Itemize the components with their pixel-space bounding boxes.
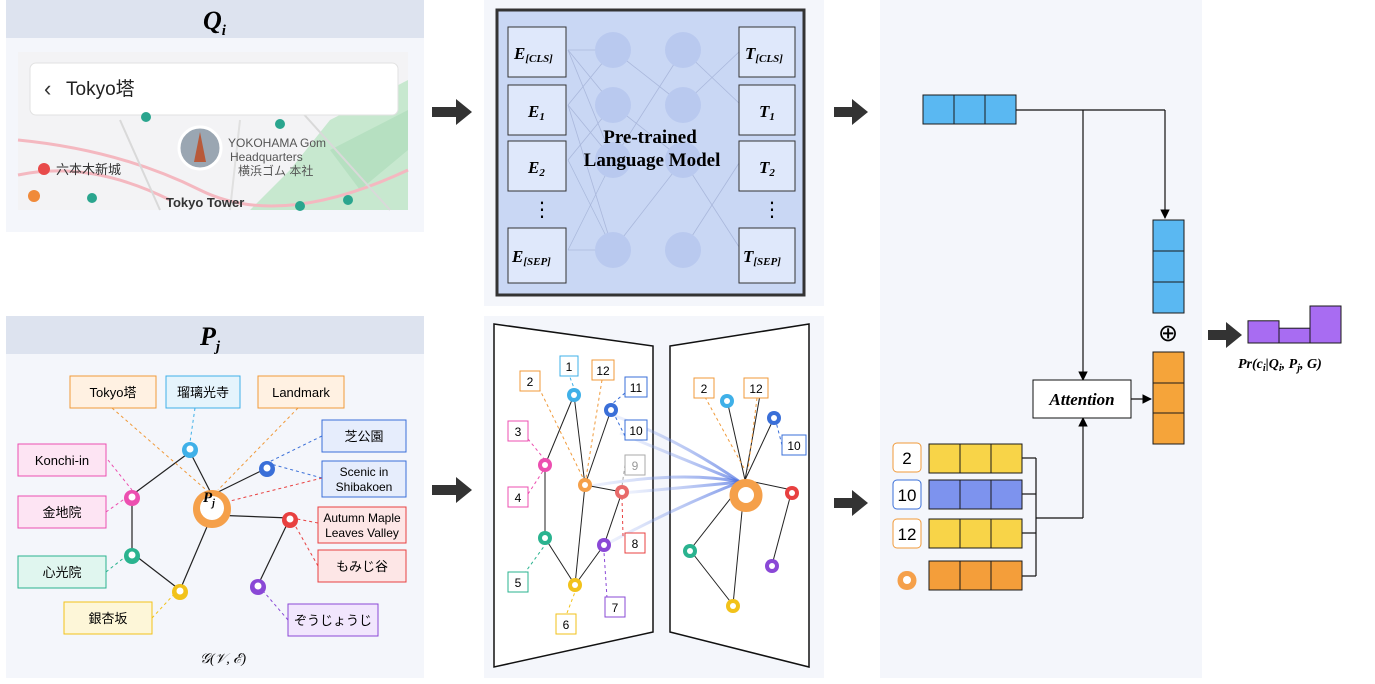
search-text[interactable]: Tokyo塔 bbox=[66, 78, 135, 100]
poi-pin-icon bbox=[282, 512, 298, 528]
attended-vector-vertical bbox=[1152, 351, 1185, 445]
node-label-5: 5 bbox=[515, 576, 522, 590]
svg-text:横浜ゴム 本社: 横浜ゴム 本社 bbox=[238, 163, 313, 178]
node-label-9: 9 bbox=[632, 459, 639, 473]
box-konchi-kanji: 金地院 bbox=[42, 505, 81, 520]
node-label-12: 12 bbox=[596, 364, 610, 378]
input-dots: ⋮ bbox=[532, 199, 552, 221]
neighbor-vector-10 bbox=[928, 479, 1023, 510]
query-vector-vertical bbox=[1152, 219, 1185, 314]
attention-box bbox=[1032, 379, 1132, 419]
box-autumn-2: Leaves Valley bbox=[325, 526, 399, 540]
input-e1: E1 bbox=[527, 102, 545, 123]
box-scenic-2: Shibakoen bbox=[336, 480, 393, 494]
box-scenic-1: Scenic in bbox=[340, 465, 389, 479]
center-pin-icon bbox=[897, 571, 917, 590]
graph-encoder: 1 2 3 4 5 6 7 8 9 10 11 12 bbox=[484, 316, 824, 678]
output-sep: T[SEP] bbox=[743, 247, 781, 268]
node-label-8: 8 bbox=[632, 537, 639, 551]
node-label-10: 10 bbox=[629, 424, 643, 438]
output-t1: T1 bbox=[759, 102, 775, 123]
poi-pin-icon bbox=[259, 461, 275, 477]
input-sep: E[SEP] bbox=[511, 247, 551, 268]
poi-title: Pj bbox=[199, 322, 221, 355]
plm-title-1: Pre-trained bbox=[603, 127, 697, 148]
node-label-1: 1 bbox=[566, 360, 573, 374]
box-landmark: Landmark bbox=[272, 385, 330, 400]
node-label-3: 3 bbox=[515, 425, 522, 439]
svg-text:六本木新城: 六本木新城 bbox=[56, 162, 121, 177]
output-cls: T[CLS] bbox=[745, 44, 783, 65]
neighbor-label-10: 10 bbox=[898, 486, 917, 505]
query-vector bbox=[922, 94, 1017, 125]
box-ginkgo: 銀杏坂 bbox=[88, 611, 127, 626]
box-ruri: 瑠璃光寺 bbox=[177, 385, 229, 400]
output-t2: T2 bbox=[759, 158, 775, 179]
graph-label: 𝒢(𝒱, ℰ) bbox=[200, 652, 246, 667]
center-poi-label: Pj bbox=[203, 490, 215, 509]
neighbor-label-12: 12 bbox=[898, 525, 917, 544]
poi-pin-icon bbox=[172, 584, 188, 600]
node-label-6: 6 bbox=[563, 618, 570, 632]
svg-text:Headquarters: Headquarters bbox=[230, 150, 303, 164]
output-bar bbox=[1247, 320, 1280, 344]
box-momiji: もみじ谷 bbox=[336, 559, 388, 574]
svg-text:YOKOHAMA Gom: YOKOHAMA Gom bbox=[228, 136, 326, 150]
roppongi-pin-icon bbox=[38, 163, 50, 175]
node-label-4: 4 bbox=[515, 491, 522, 505]
flow-arrow bbox=[432, 99, 1242, 516]
node-label-2: 2 bbox=[527, 375, 534, 389]
poi-pin-icon bbox=[250, 579, 266, 595]
right-node-label-2: 2 bbox=[701, 382, 708, 396]
map-thumbnail: ‹ Tokyo塔 YOKOHAMA Gom Headquarters 横浜ゴム … bbox=[17, 52, 409, 211]
poi-pin-icon bbox=[124, 548, 140, 564]
node-label-11: 11 bbox=[630, 381, 643, 395]
back-icon[interactable]: ‹ bbox=[44, 76, 51, 101]
plm-title-2: Language Model bbox=[584, 150, 721, 171]
right-node-label-12: 12 bbox=[749, 382, 763, 396]
svg-text:Tokyo Tower: Tokyo Tower bbox=[166, 195, 244, 210]
box-shiba-park: 芝公園 bbox=[344, 429, 383, 444]
neighbor-vector-2 bbox=[928, 443, 1023, 474]
box-shinko: 心光院 bbox=[42, 565, 81, 580]
output-bar bbox=[1278, 327, 1311, 344]
neighbor-label-2: 2 bbox=[902, 449, 911, 468]
query-title: Qi bbox=[203, 6, 227, 39]
aggregated-center-pin-icon bbox=[729, 479, 763, 512]
plm-block: E[CLS] E1 E2 E[SEP] T[CLS] T1 T2 T[SEP] … bbox=[484, 0, 824, 306]
poi-pin-icon bbox=[182, 442, 198, 458]
center-poi-pin-icon bbox=[193, 490, 231, 528]
output-dots: ⋮ bbox=[762, 199, 782, 221]
right-node-label-10: 10 bbox=[787, 439, 801, 453]
box-konchi: Konchi-in bbox=[35, 453, 89, 468]
poi-pin-icon bbox=[124, 490, 140, 506]
input-cls: E[CLS] bbox=[513, 44, 553, 65]
output-bar bbox=[1309, 305, 1342, 344]
output-label: Pr(ci|Qi, Pj, G) bbox=[1238, 357, 1322, 374]
input-e2: E2 bbox=[527, 158, 545, 179]
center-vector bbox=[928, 560, 1023, 591]
attention-label: Attention bbox=[1048, 390, 1114, 409]
box-autumn-1: Autumn Maple bbox=[323, 511, 401, 525]
box-zojoji: ぞうじょうじ bbox=[294, 613, 372, 628]
box-tokyo-tower: Tokyo塔 bbox=[90, 385, 137, 400]
query-panel: Qi ‹ Tokyo塔 YOKOHAMA Gom Headquarters 横浜… bbox=[6, 0, 424, 232]
attention-block: ⊕ Attention 2 10 12 bbox=[880, 0, 1202, 678]
neighbor-vector-12 bbox=[928, 518, 1023, 549]
concat-operator: ⊕ bbox=[1158, 320, 1178, 347]
output-distribution bbox=[1247, 305, 1342, 344]
poi-panel: Pj bbox=[6, 316, 424, 678]
node-label-7: 7 bbox=[612, 601, 619, 615]
